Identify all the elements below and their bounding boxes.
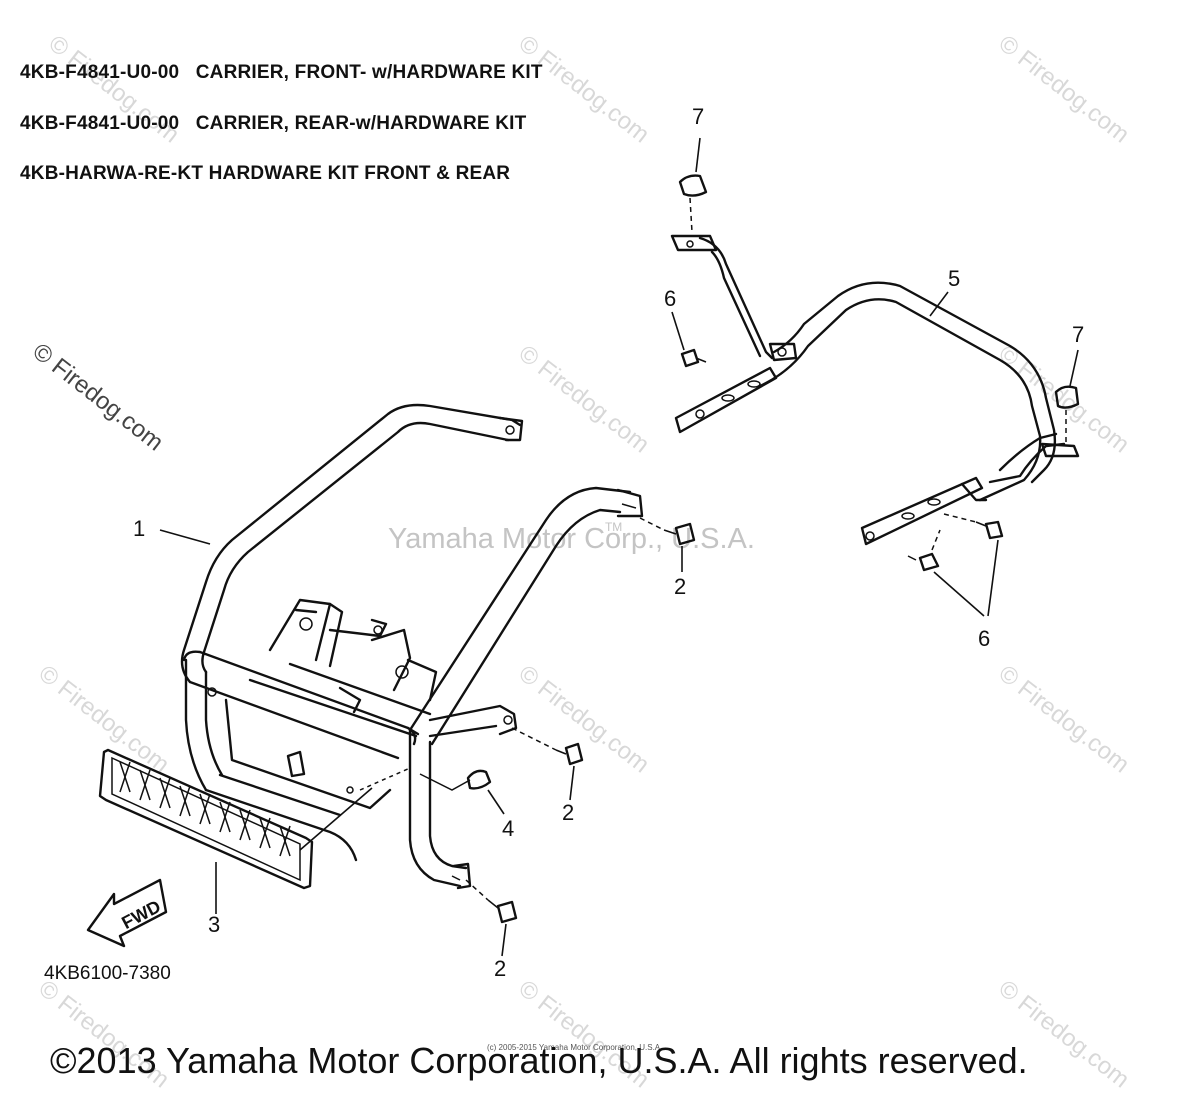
callout-6: 6 <box>664 286 677 311</box>
rubber-cap-7-left <box>678 137 708 233</box>
bolt-2-middle <box>511 727 584 801</box>
grille-insert <box>98 748 373 890</box>
drawing-code: 4KB6100-7380 <box>44 963 171 984</box>
header-part-line-3: 4KB-HARWA-RE-KT HARDWARE KIT FRONT & REA… <box>20 163 511 184</box>
callout-1: 1 <box>133 516 146 541</box>
leader-5 <box>929 291 949 317</box>
callout-6: 6 <box>978 626 991 651</box>
fine-print: (c) 2005-2015 Yamaha Motor Corporation, … <box>487 1043 663 1052</box>
callout-5: 5 <box>948 266 961 291</box>
copyright-footer: ©2013 Yamaha Motor Corporation, U.S.A. A… <box>50 1040 1028 1081</box>
rubber-cap-7-right <box>1054 349 1080 442</box>
bolt-6-lower-left <box>907 529 941 572</box>
callout-2: 2 <box>674 574 687 599</box>
front-carrier-frame <box>180 403 644 890</box>
washer-4 <box>419 769 505 815</box>
trademark-mark: TM <box>604 520 623 535</box>
header-part-line-1: 4KB-F4841-U0-00 CARRIER, FRONT- w/HARDWA… <box>20 62 543 83</box>
callout-3: 3 <box>208 912 221 937</box>
callout-2: 2 <box>494 956 507 981</box>
callout-2: 2 <box>562 800 575 825</box>
bolt-6-lower-right <box>943 513 1004 540</box>
bolt-6-top <box>671 311 707 368</box>
leader-1 <box>159 529 211 545</box>
forward-arrow-icon: FWD <box>86 878 168 948</box>
fwd-arrow-label: FWD <box>118 896 164 933</box>
leader-6-left <box>933 571 985 617</box>
header-part-line-2: 4KB-F4841-U0-00 CARRIER, REAR-w/HARDWARE… <box>20 113 527 134</box>
callout-4: 4 <box>502 816 515 841</box>
leader-6-right <box>987 539 999 617</box>
rear-carrier-frame <box>670 234 1080 546</box>
callout-7: 7 <box>692 104 705 129</box>
callout-7: 7 <box>1072 322 1085 347</box>
bolt-2-upper <box>639 517 696 572</box>
bolt-2-lower <box>465 879 518 957</box>
